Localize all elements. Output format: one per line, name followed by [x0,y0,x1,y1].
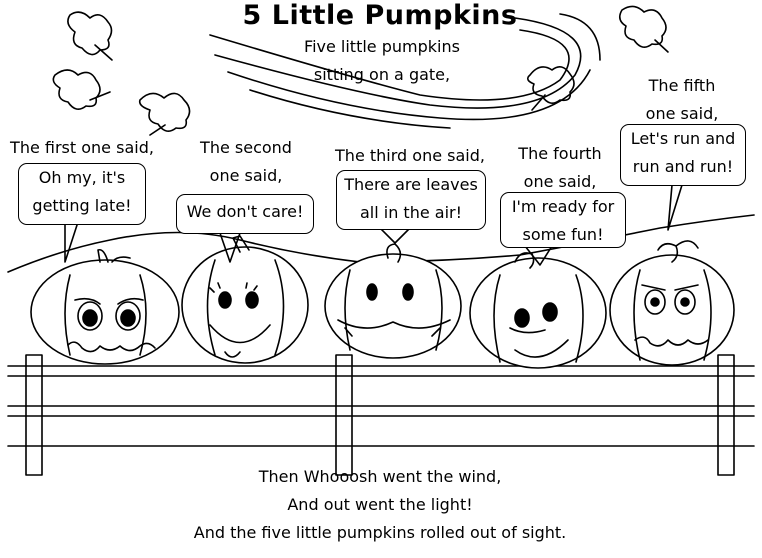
speaker-label-5: The fifth one said, [645,76,719,123]
speaker-label-2: The second one said, [200,138,292,185]
speech-bubble-4: I'm ready for some fun! [500,192,626,248]
pumpkin-2 [181,235,309,364]
bubble-tail [667,184,683,231]
fence [7,354,755,476]
leaf-icon [526,66,575,111]
pumpkin-5 [609,240,735,366]
speaker-label-1: The first one said, [10,138,154,157]
ending-verse: Then Whooosh went the wind, And out went… [193,467,567,542]
leaf-icon [52,69,111,110]
speaker-label-3: The third one said, [335,146,485,165]
speech-bubble-2: We don't care! [176,194,314,234]
intro-text: Five little pumpkins sitting on a gate, [304,37,460,84]
speaker-label-4: The fourth one said, [518,144,602,191]
bubble-tail [219,232,241,263]
page-title: 5 Little Pumpkins [242,0,518,31]
bubble-tail [64,221,79,263]
leaf-icon [618,5,669,53]
leaf-icon [67,11,113,61]
pumpkin-1 [30,248,180,365]
speech-bubble-3: There are leaves all in the air! [336,170,486,230]
speech-bubble-1: Oh my, it's getting late! [18,163,146,225]
bubble-tail [379,227,411,244]
speech-bubble-5: Let's run and run and run! [620,124,746,186]
wind-swoosh [209,13,601,129]
bubble-tail [524,245,553,266]
pumpkin-3 [324,243,462,359]
pumpkin-4 [469,252,607,369]
leaf-icon [138,92,191,136]
